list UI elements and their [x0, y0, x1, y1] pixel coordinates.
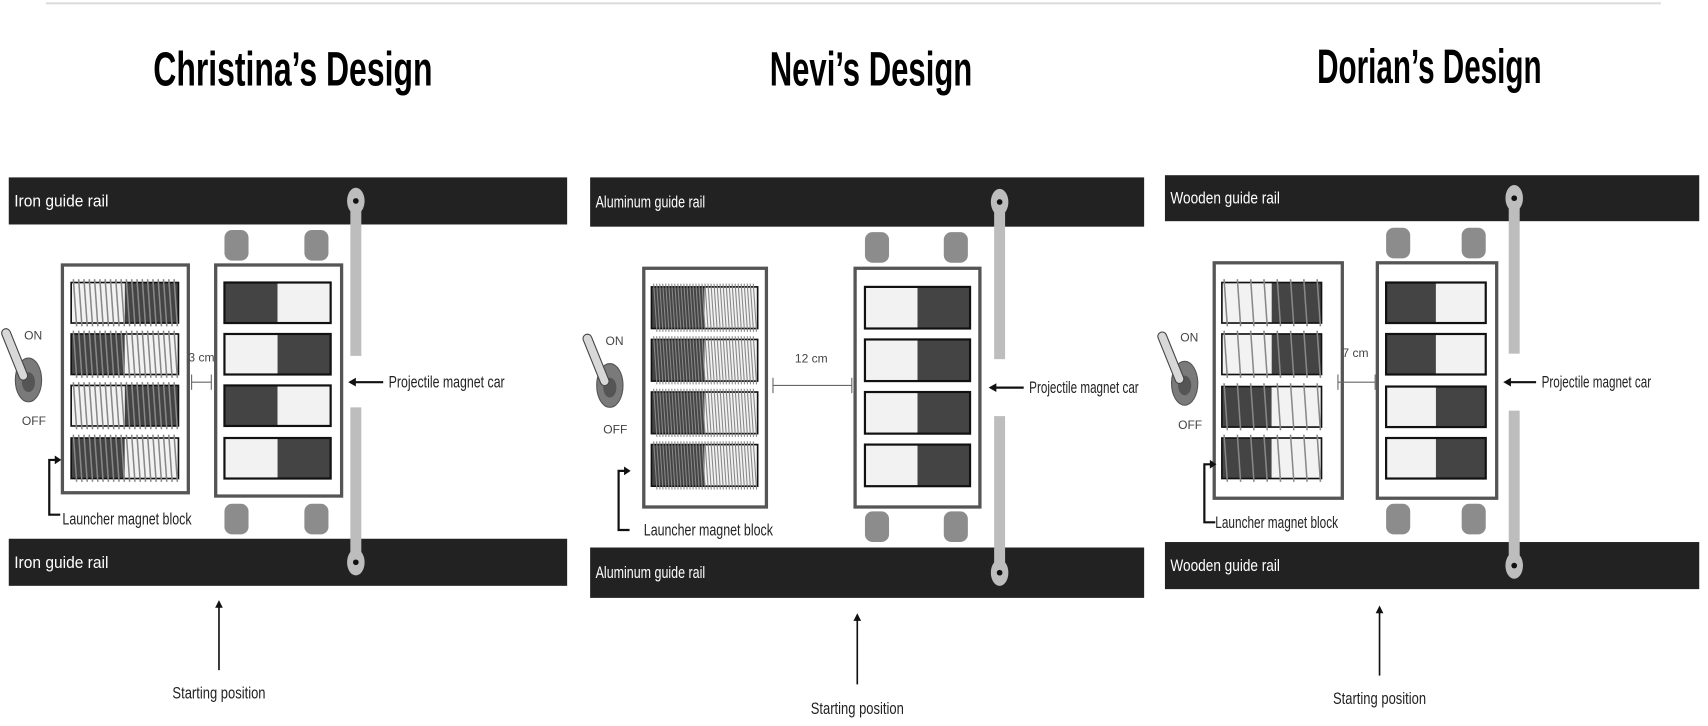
launcher-label: Launcher magnet block: [62, 511, 192, 529]
top-rail-label: Iron guide rail: [14, 193, 108, 210]
starting-gate: [1505, 185, 1523, 579]
projectile-magnet-car: [853, 232, 982, 543]
electromagnet-coil: [1221, 383, 1323, 431]
gap-dimension: [191, 374, 212, 390]
on-off-switch-icon: [1157, 331, 1199, 406]
car-magnet: [223, 281, 332, 325]
top-guide-rail: [1164, 175, 1700, 222]
design-title: Dorian’s Design: [1317, 41, 1541, 94]
switch-on-label: ON: [605, 334, 623, 348]
car-label: Projectile magnet car: [1029, 379, 1139, 397]
wheel-icon: [1461, 503, 1486, 535]
launcher-magnet-block: [60, 263, 190, 495]
wheel-icon: [864, 232, 890, 263]
gap-dimension: [1337, 374, 1376, 390]
bottom-guide-rail: [590, 547, 1145, 598]
starting-gate: [347, 187, 365, 576]
bracket-arrow-icon: [617, 469, 630, 532]
bottom-rail-label: Wooden guide rail: [1170, 557, 1280, 576]
electromagnet-coil: [70, 330, 180, 378]
electromagnet-coil: [650, 336, 759, 385]
launcher-magnet-block: [642, 266, 769, 509]
car-magnet: [223, 332, 332, 376]
wheel-icon: [1386, 503, 1411, 535]
starting-position-label: Starting position: [1333, 691, 1426, 709]
starting-position-label: Starting position: [811, 701, 904, 719]
gap-distance-label: 7 cm: [1342, 346, 1368, 360]
launcher-magnet-block: [1212, 261, 1344, 500]
starting-gate: [990, 188, 1009, 586]
wheel-icon: [224, 229, 249, 261]
electromagnet-coil: [1221, 434, 1323, 482]
bottom-guide-rail: [1164, 542, 1700, 590]
car-magnet: [863, 443, 972, 488]
top-rail-label: Aluminum guide rail: [596, 194, 706, 212]
car-magnet: [1385, 332, 1487, 376]
car-magnet: [863, 285, 972, 330]
electromagnet-coil: [70, 382, 180, 430]
car-magnet: [863, 390, 972, 435]
design-title: Nevi’s Design: [770, 41, 973, 96]
switch-on-label: ON: [1180, 331, 1198, 345]
electromagnet-coil: [70, 434, 180, 482]
projectile-magnet-car: [214, 229, 344, 535]
car-magnet: [223, 384, 332, 428]
gap-distance-label: 3 cm: [188, 350, 214, 364]
electromagnet-coil: [650, 388, 759, 437]
bracket-arrow-icon: [48, 458, 61, 516]
electromagnet-coil: [1221, 279, 1323, 327]
switch-off-label: OFF: [603, 423, 627, 437]
launcher-label: Launcher magnet block: [1215, 514, 1338, 532]
starting-position-label: Starting position: [172, 685, 265, 703]
on-off-switch-icon: [582, 333, 624, 408]
top-guide-rail: [590, 177, 1145, 227]
wheel-icon: [864, 511, 890, 543]
projectile-magnet-car: [1375, 227, 1499, 535]
switch-on-label: ON: [24, 328, 42, 342]
wheel-icon: [304, 229, 329, 261]
car-magnet: [1385, 385, 1487, 429]
switch-off-label: OFF: [1178, 418, 1202, 432]
gap-dimension: [772, 377, 853, 394]
top-rail-label: Wooden guide rail: [1170, 190, 1280, 209]
electromagnet-coil: [1221, 330, 1323, 378]
top-guide-rail: [8, 177, 568, 225]
bottom-guide-rail: [8, 538, 568, 586]
bracket-arrow-icon: [1203, 463, 1216, 524]
wheel-icon: [304, 503, 329, 535]
wheel-icon: [224, 503, 249, 535]
bottom-rail-label: Iron guide rail: [14, 554, 108, 571]
car-magnet: [863, 338, 972, 383]
wheel-icon: [1386, 227, 1411, 259]
car-magnet: [1385, 436, 1487, 480]
bottom-rail-label: Aluminum guide rail: [596, 565, 706, 583]
wheel-icon: [943, 232, 968, 263]
electromagnet-coil: [70, 279, 180, 327]
car-magnet: [223, 436, 332, 480]
switch-off-label: OFF: [22, 414, 46, 428]
car-label: Projectile magnet car: [389, 374, 505, 392]
design-title: Christina’s Design: [153, 42, 432, 96]
on-off-switch-icon: [1, 328, 43, 403]
gap-distance-label: 12 cm: [795, 351, 828, 365]
electromagnet-coil: [650, 441, 759, 490]
car-magnet: [1385, 281, 1487, 325]
launcher-label: Launcher magnet block: [644, 522, 774, 540]
electromagnet-coil: [650, 283, 759, 332]
wheel-icon: [1461, 227, 1486, 259]
wheel-icon: [943, 511, 968, 543]
car-label: Projectile magnet car: [1542, 374, 1652, 392]
